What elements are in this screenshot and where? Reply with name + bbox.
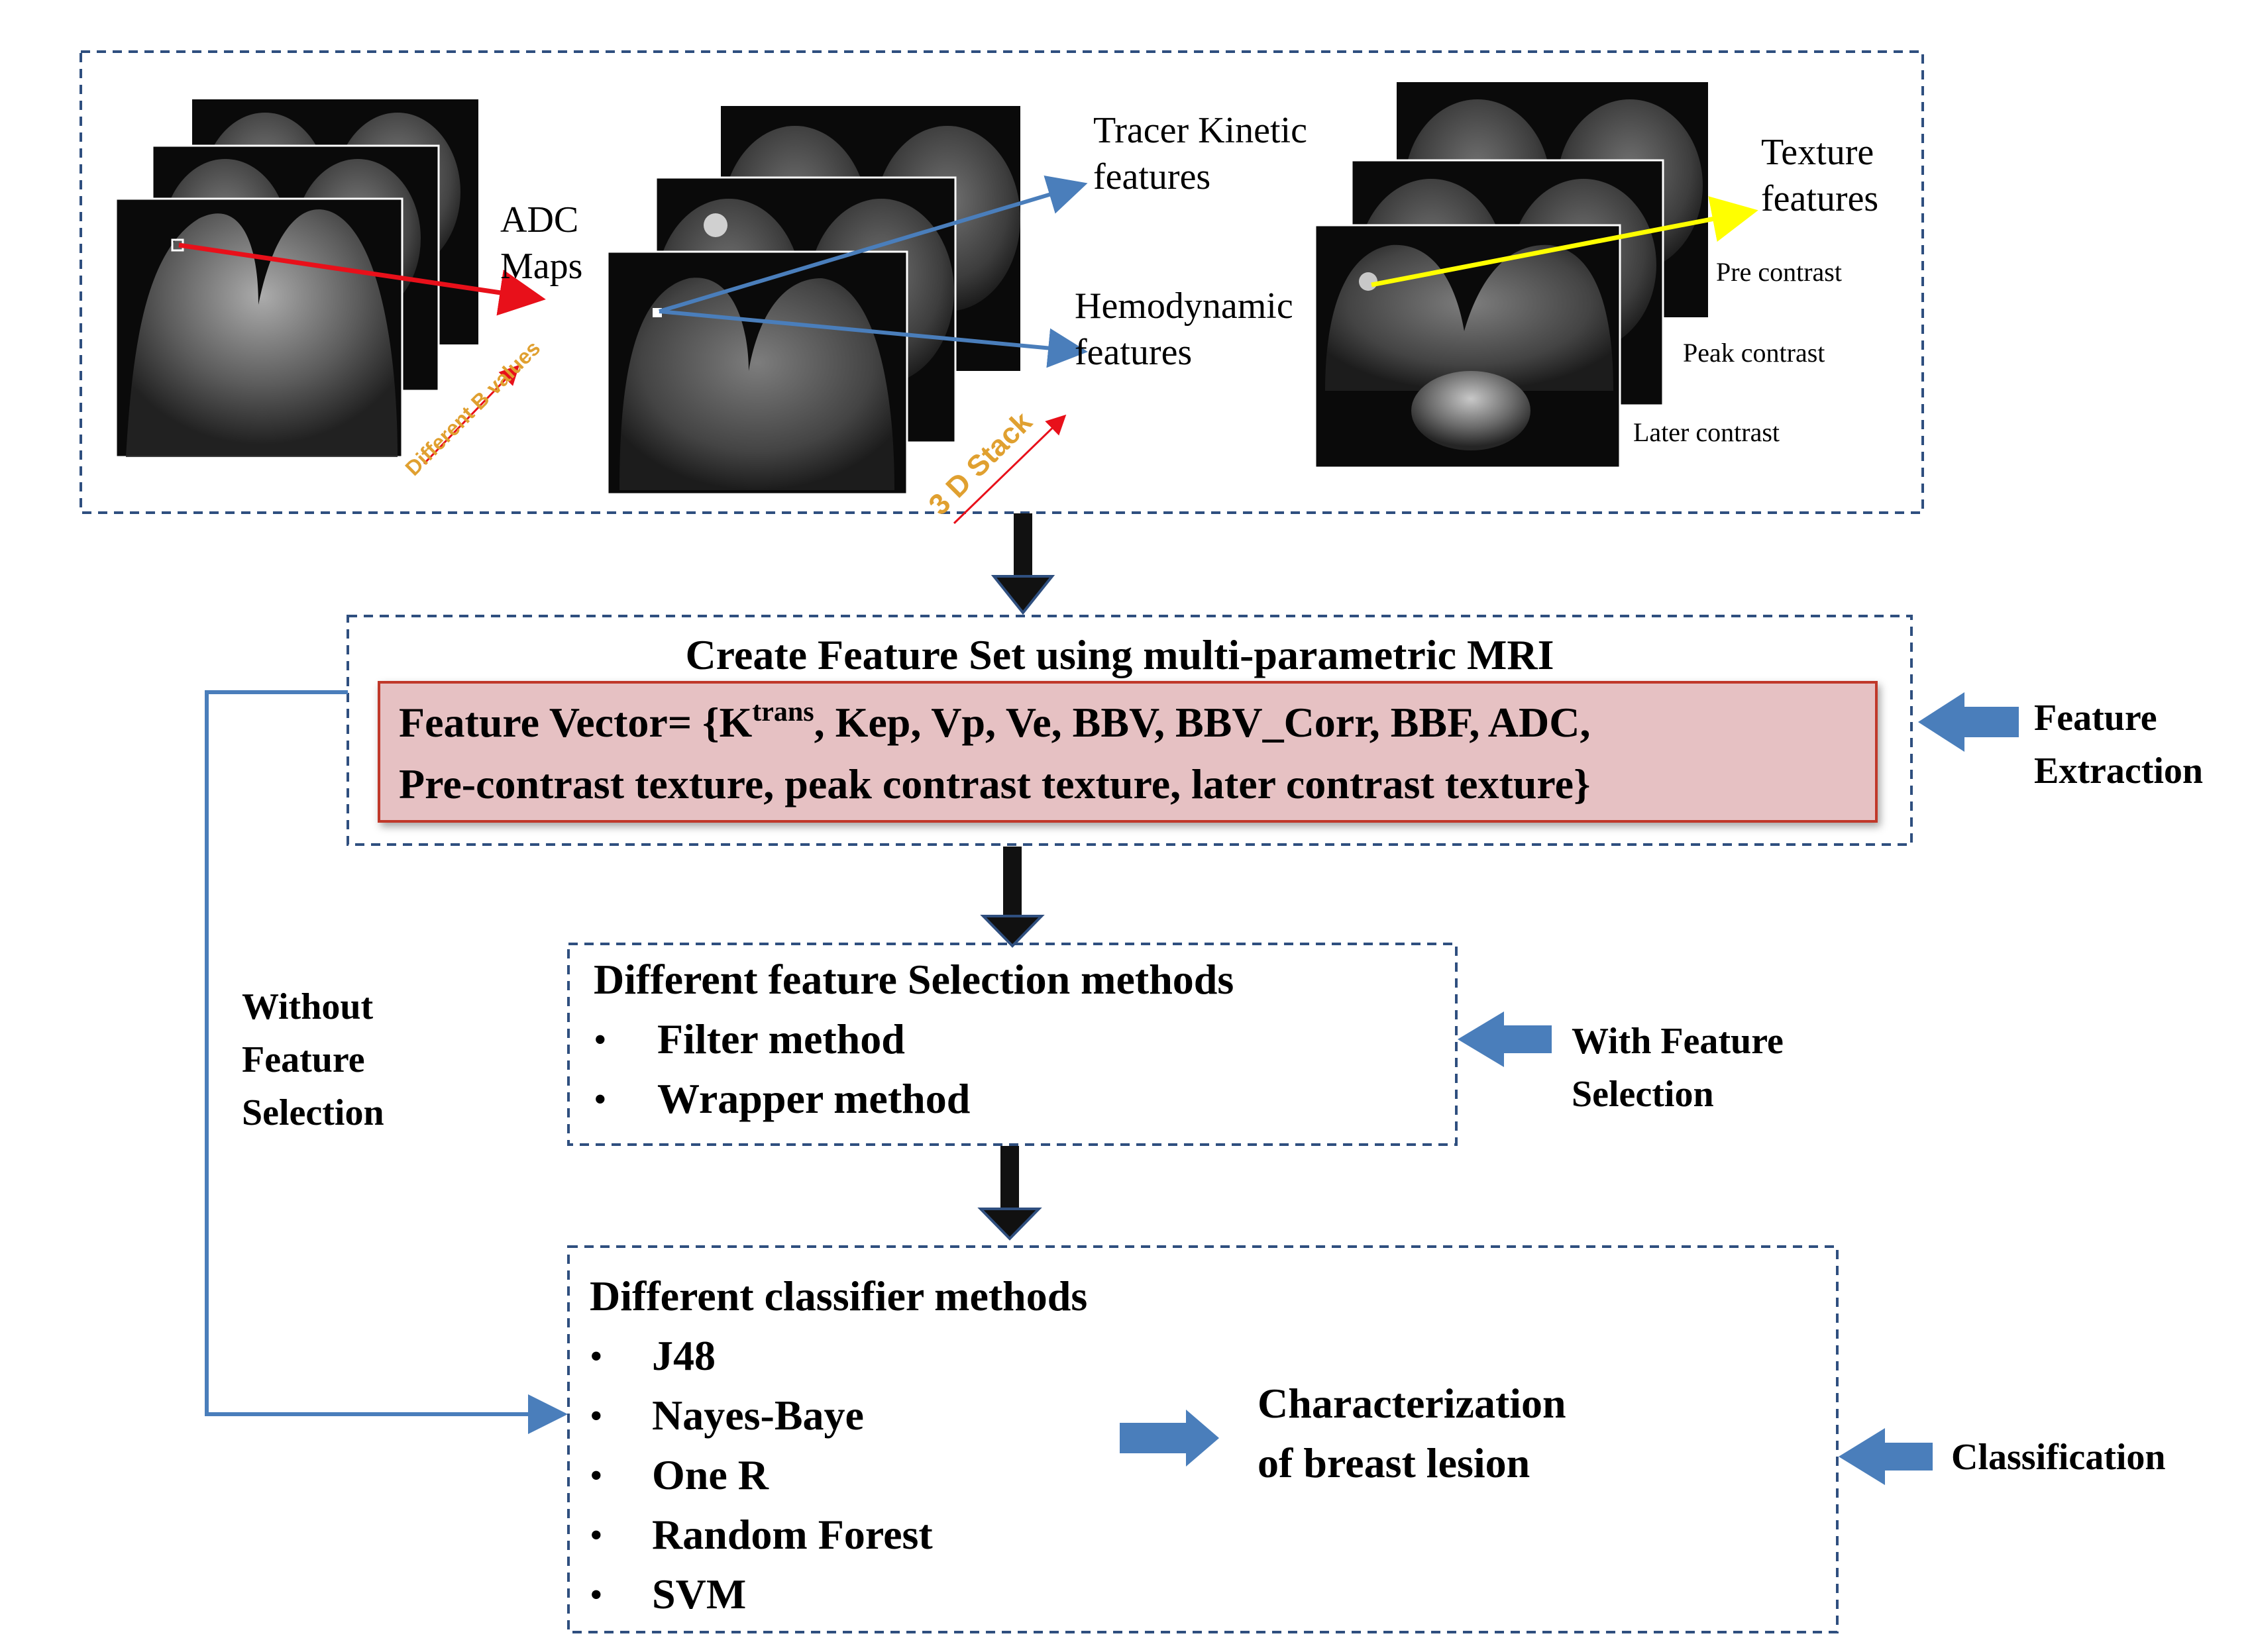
feature-vector-line2: Pre-contrast texture, peak contrast text… [399,760,1590,807]
selection-bullet-1: • [594,1019,607,1060]
b-values-arrow [423,364,520,465]
adc-arrow [178,242,546,316]
with-selection-label-line2: Selection [1572,1074,1714,1115]
without-selection-connector [205,690,568,1434]
feature-extraction-label-line2: Extraction [2034,750,2203,792]
feature-selection-box [567,943,1458,1146]
texture-slice-front [1314,224,1621,469]
adc-label-line1: ADC [500,199,578,240]
hemodynamic-arrow [659,309,1088,368]
adc-image-stack [115,99,546,465]
feature-selection-title: Different feature Selection methods [594,956,1234,1003]
texture-label-line2: features [1761,178,1878,219]
feature-extraction-label-line1: Feature [2034,697,2157,739]
dce-slice-front [606,250,908,495]
without-selection-label-line1: Without [242,986,373,1027]
with-selection-arrow [1458,1011,1552,1067]
characterization-arrow [1120,1410,1219,1467]
feature-vector-box [378,681,1878,823]
texture-image-stack [1314,82,1758,469]
classifier-item-j48: J48 [652,1332,716,1379]
feature-set-title: Create Feature Set using multi-parametri… [685,631,1554,678]
texture-label-line1: Texture [1761,132,1874,173]
classifier-item-nayes-baye: Nayes-Baye [652,1392,864,1439]
tracer-kinetic-arrow [659,176,1088,313]
with-selection-label-line1: With Feature [1572,1021,1784,1062]
stack-arrow [953,414,1067,525]
tracer-kinetic-label-line1: Tracer Kinetic [1093,110,1307,151]
classifier-item-svm: SVM [652,1571,746,1618]
selection-bullet-2: • [594,1079,607,1120]
down-arrow-1 [991,513,1055,615]
feature-vector-line1-rest: , Kep, Vp, Ve, BBV, BBV_Corr, BBF, ADC, [814,699,1591,746]
classifier-title: Different classifier methods [590,1272,1087,1319]
classifier-item-random-forest: Random Forest [652,1511,933,1558]
classifier-bullet-5: • [590,1575,603,1616]
classification-arrow [1839,1428,1933,1485]
characterization-label-line2: of breast lesion [1258,1439,1530,1486]
pre-contrast-label: Pre contrast [1716,257,1842,287]
tracer-kinetic-label-line2: features [1093,156,1210,197]
later-contrast-label: Later contrast [1633,417,1780,447]
without-selection-label-line3: Selection [242,1092,384,1133]
characterization-label-line1: Characterization [1258,1380,1566,1427]
selection-item-filter: Filter method [657,1015,905,1062]
classification-label: Classification [1951,1437,2166,1478]
classifier-item-one-r: One R [652,1451,769,1498]
classifier-bullet-2: • [590,1396,603,1437]
down-arrow-3 [977,1146,1042,1241]
classifier-bullet-1: • [590,1336,603,1377]
classifier-bullet-3: • [590,1455,603,1496]
feature-vector-prefix: Feature Vector= {K [399,699,752,746]
without-selection-label-line2: Feature [242,1039,365,1080]
classifier-bullet-4: • [590,1515,603,1556]
feature-set-box [347,615,1913,846]
down-arrow-2 [980,847,1045,948]
dce-image-stack [606,106,1088,525]
mri-input-panel [80,50,1924,514]
adc-label-line2: Maps [500,246,582,287]
texture-arrow [1371,196,1758,287]
adc-slice-front [115,197,403,458]
hemodynamic-label-line1: Hemodynamic [1075,285,1293,327]
hemodynamic-label-line2: features [1075,332,1192,373]
feature-extraction-arrow [1918,692,2019,752]
selection-item-wrapper: Wrapper method [657,1075,970,1122]
feature-vector-superscript: trans [752,697,814,727]
peak-contrast-label: Peak contrast [1683,338,1825,368]
feature-vector-line1: Feature Vector= {Ktrans, Kep, Vp, Ve, BB… [399,697,1590,746]
